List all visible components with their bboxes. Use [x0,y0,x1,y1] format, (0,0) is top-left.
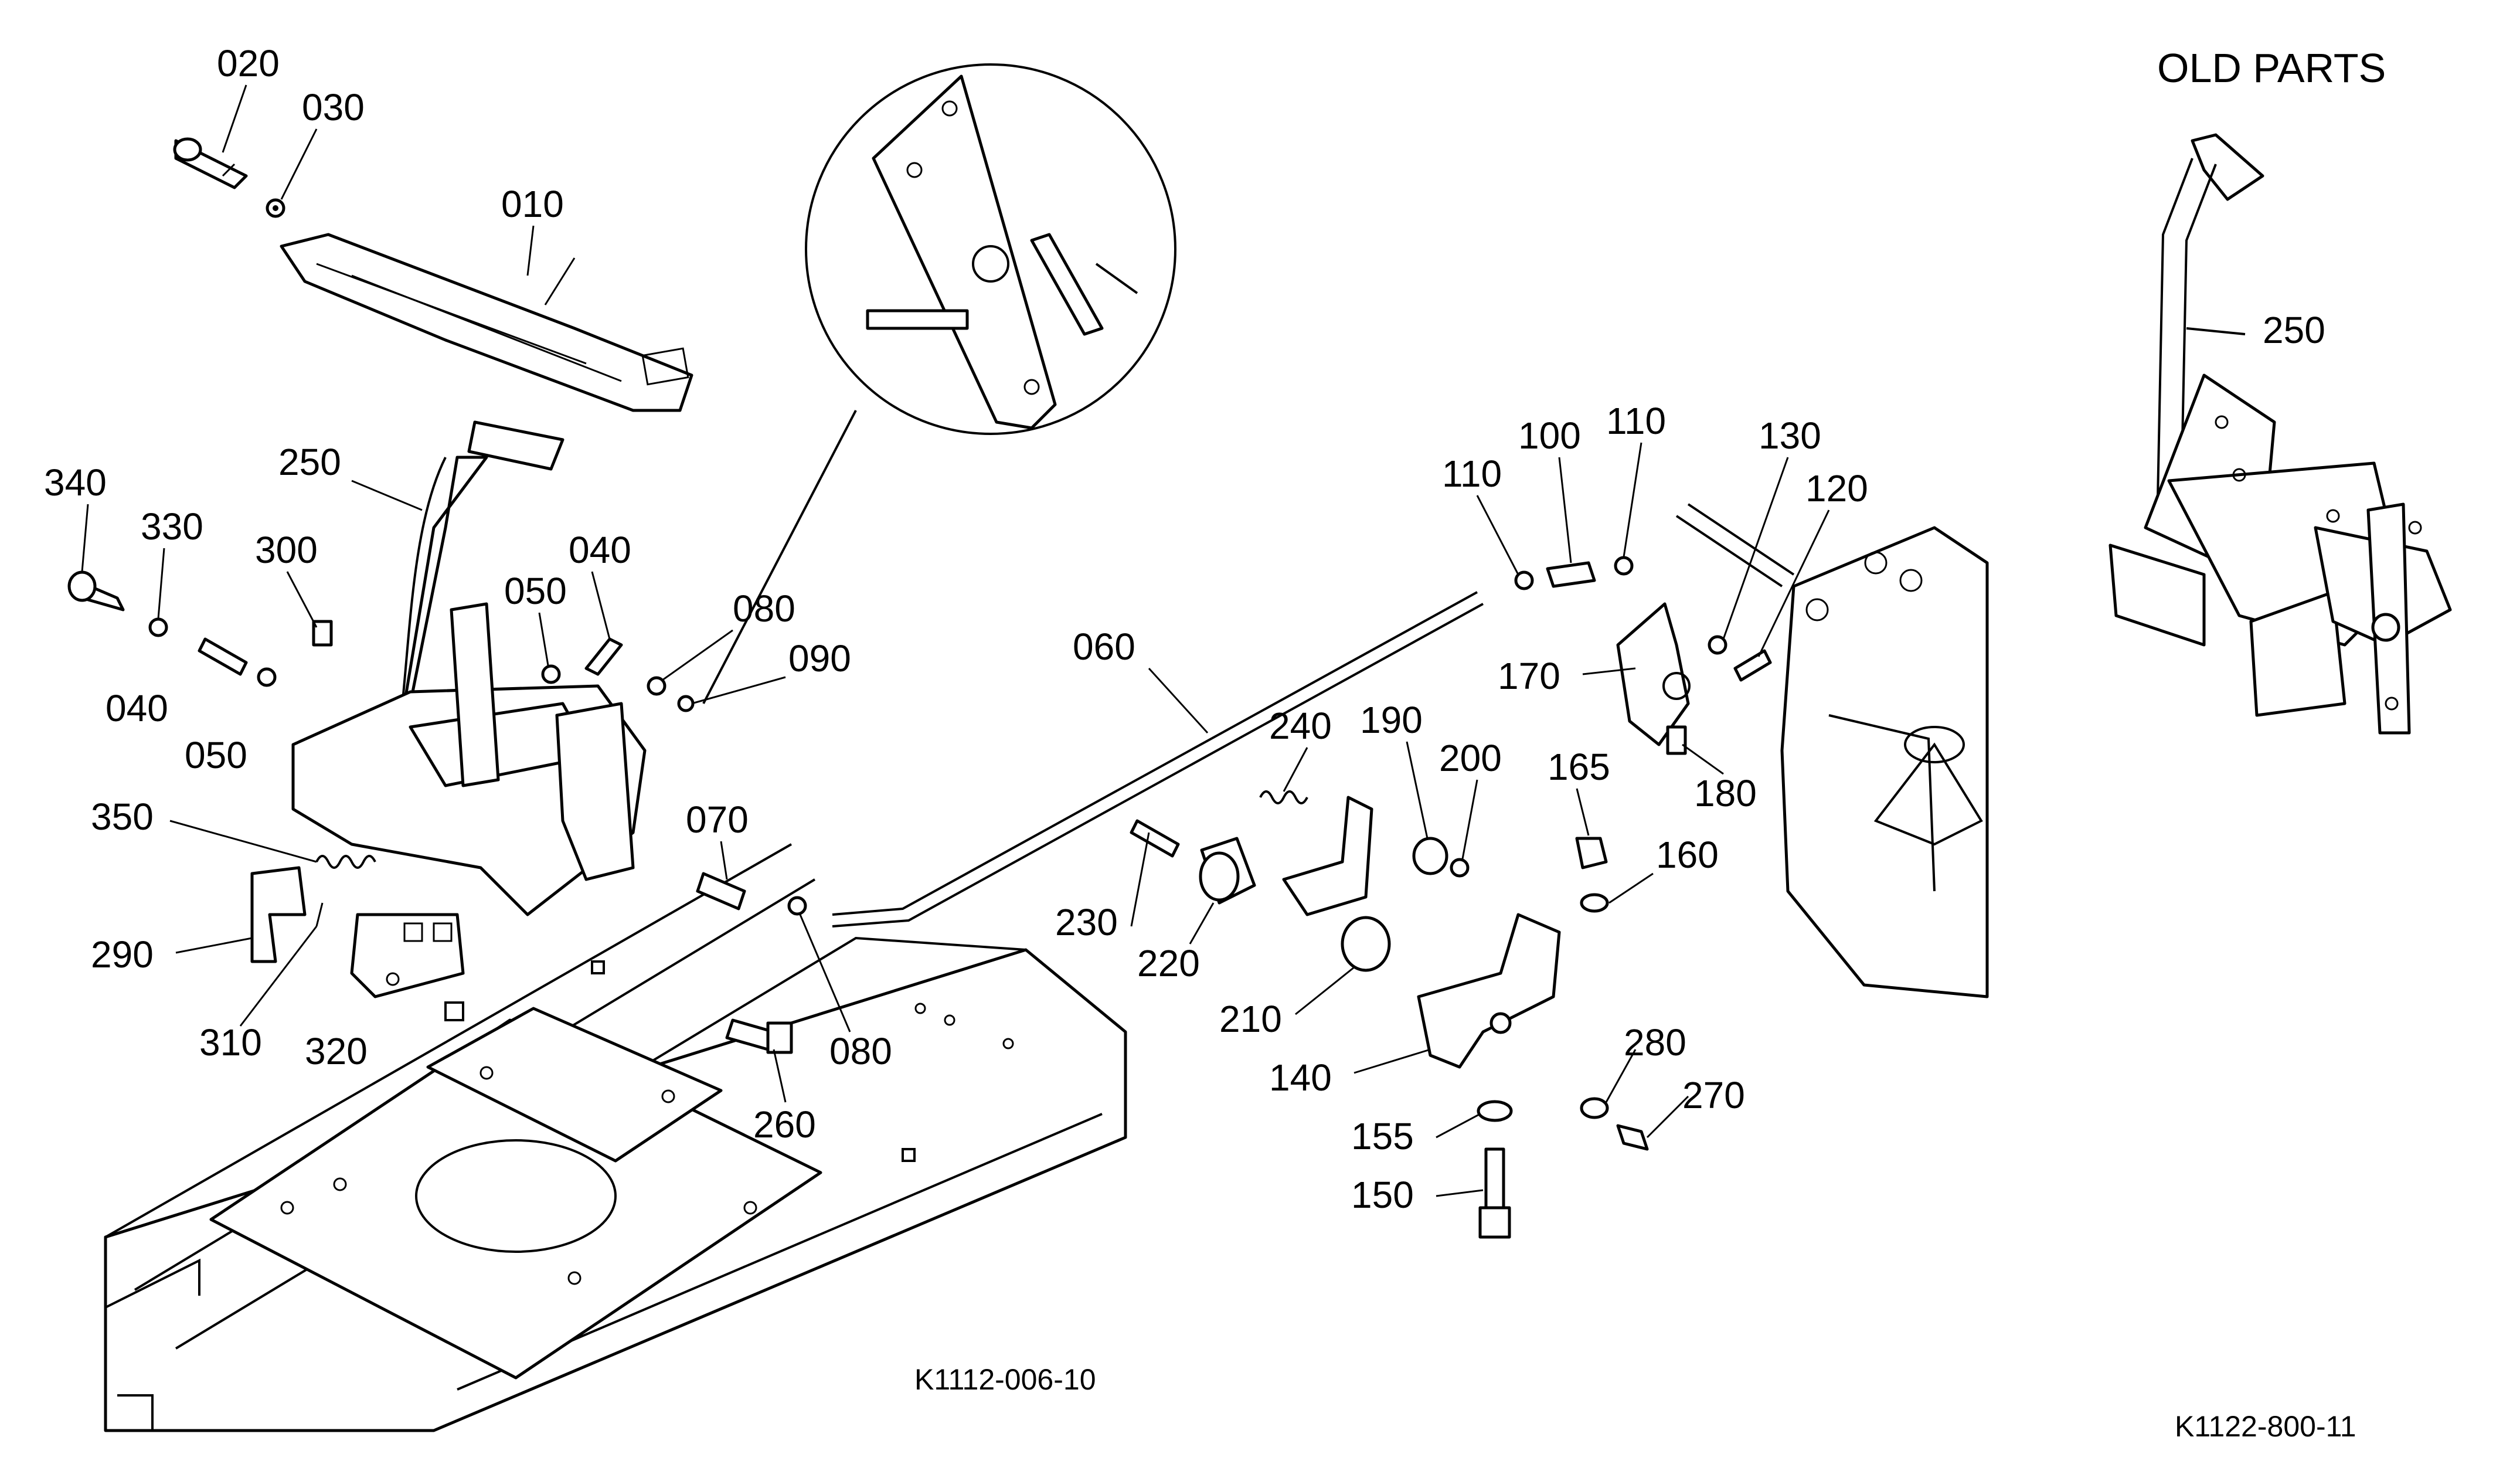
part-label-230: 230 [1055,901,1118,943]
part-label-180: 180 [1694,772,1757,814]
part-label-030: 030 [302,86,365,128]
part-label-250: 250 [278,441,341,483]
part-label-350: 350 [91,796,154,838]
transmission-housing [1675,503,1989,998]
part-label-050: 050 [185,734,247,776]
part-label-080b: 080 [829,1030,892,1072]
part-label-090: 090 [788,637,851,680]
part-label-140: 140 [1269,1056,1332,1099]
part-label-170: 170 [1498,655,1560,697]
part-label-110b: 110 [1606,400,1666,442]
detail-inset [702,63,1176,704]
part-label-300: 300 [255,529,318,571]
part-label-040: 040 [106,687,168,729]
part-label-190: 190 [1360,699,1423,741]
part-label-070: 070 [686,799,749,841]
part-label-260: 260 [753,1103,816,1146]
leader-lines [81,84,1830,1197]
control-mechanism [1130,556,1772,1239]
part-label-050b: 050 [504,570,567,612]
part-label-200: 200 [1439,737,1502,779]
pedal-assembly [67,137,793,1054]
part-label-330: 330 [141,505,203,548]
part-label-150: 150 [1351,1174,1414,1216]
part-label-210: 210 [1219,998,1282,1040]
figure-code-main: K1112-006-10 [914,1363,1096,1396]
part-label-040b: 040 [569,529,631,571]
labels: OLD PARTS 020 030 010 340 330 250 300 04… [44,42,2386,1443]
part-label-160: 160 [1656,834,1719,876]
part-label-100: 100 [1518,415,1581,457]
part-label-280: 280 [1624,1021,1686,1064]
part-label-290: 290 [91,933,154,976]
figure-code-old: K1122-800-11 [2175,1410,2356,1443]
part-label-310: 310 [199,1021,262,1064]
part-label-110: 110 [1442,453,1502,495]
part-label-020: 020 [217,42,280,84]
part-label-060: 060 [1073,626,1135,668]
part-label-165: 165 [1548,746,1610,788]
part-label-320: 320 [305,1030,368,1072]
old-part-label-250: 250 [2263,309,2325,351]
old-parts-illustration [2108,133,2452,735]
part-label-270: 270 [1682,1074,1745,1116]
part-label-120: 120 [1805,467,1868,509]
frame-chassis [104,843,1127,1432]
part-label-080: 080 [733,587,795,630]
part-label-155: 155 [1351,1115,1414,1157]
title: OLD PARTS [2157,45,2386,91]
part-label-220: 220 [1137,942,1200,984]
part-label-340: 340 [44,461,107,504]
part-label-130: 130 [1759,415,1821,457]
part-label-010: 010 [501,183,564,225]
linkage-rod [787,591,1484,928]
part-label-240: 240 [1269,705,1332,747]
